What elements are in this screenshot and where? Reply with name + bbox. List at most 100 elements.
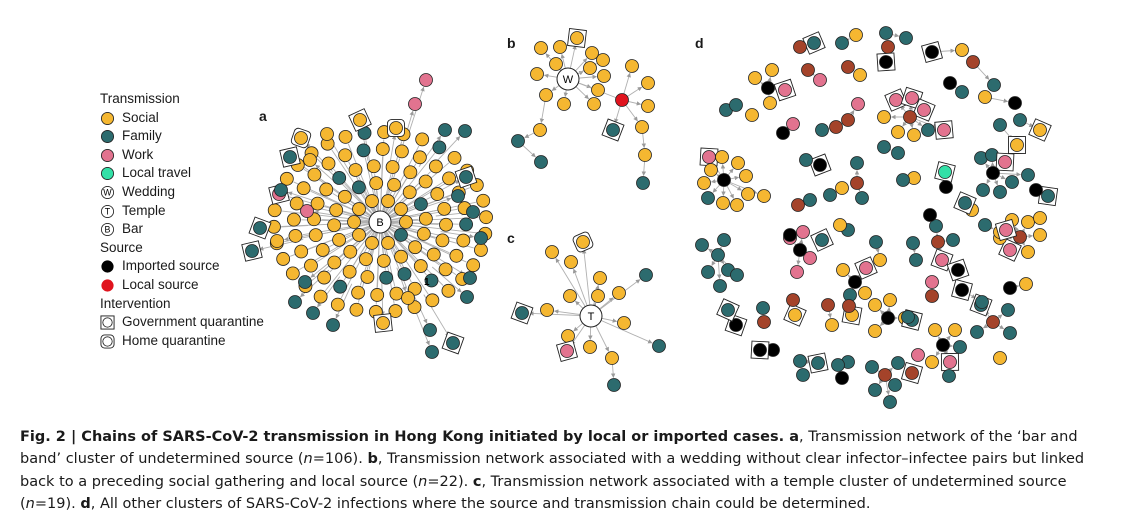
- case-node: [858, 286, 872, 300]
- case-node: [460, 290, 474, 304]
- case-node: [796, 225, 810, 239]
- case-node: [424, 273, 439, 288]
- bar-hub: [368, 210, 392, 234]
- case-node: [320, 127, 334, 141]
- case-node: [938, 165, 952, 179]
- legend-transmission-title: Transmission: [100, 91, 180, 106]
- case-node: [917, 103, 931, 117]
- case-node: [815, 123, 829, 137]
- case-node: [891, 125, 905, 139]
- legend-label: Home quarantine: [122, 332, 226, 348]
- case-node: [426, 247, 441, 262]
- transmission-edge: [282, 210, 381, 223]
- case-node: [326, 318, 340, 332]
- case-node: [397, 267, 412, 281]
- case-node: [315, 243, 330, 257]
- case-node: [365, 236, 379, 250]
- case-node: [791, 198, 805, 212]
- case-node: [761, 81, 775, 95]
- case-node: [976, 183, 990, 197]
- case-node: [428, 159, 443, 174]
- case-node: [330, 297, 345, 312]
- case-node: [446, 336, 460, 350]
- case-node: [987, 78, 1001, 92]
- case-node: [1003, 243, 1017, 257]
- case-node: [593, 271, 607, 285]
- case-node: [783, 228, 797, 242]
- caption-text-b: , Transmission network associated with a…: [20, 451, 1085, 490]
- case-node: [379, 270, 394, 285]
- case-node: [641, 76, 655, 90]
- case-node: [713, 279, 727, 293]
- caption-title: Chains of SARS-CoV-2 transmission in Hon…: [81, 429, 790, 445]
- case-node: [313, 289, 328, 304]
- case-node: [937, 123, 951, 137]
- case-node: [394, 144, 409, 159]
- case-node: [337, 189, 352, 204]
- case-node: [310, 196, 325, 211]
- case-node: [925, 289, 939, 303]
- case-node: [741, 187, 755, 201]
- case-node: [731, 156, 745, 170]
- case-node: [439, 217, 453, 232]
- case-node: [585, 46, 599, 60]
- case-node: [891, 146, 905, 160]
- case-node: [986, 315, 1000, 329]
- case-node: [1033, 228, 1047, 242]
- case-node: [399, 215, 413, 229]
- case-node: [799, 153, 813, 167]
- case-node: [402, 185, 417, 200]
- government-quarantine-icon: [100, 315, 115, 330]
- case-node: [955, 85, 969, 99]
- temple-hub-label: T: [588, 311, 595, 323]
- case-node: [365, 194, 379, 208]
- case-node: [925, 275, 939, 289]
- case-node: [403, 165, 418, 180]
- case-node: [447, 150, 462, 165]
- legend-item-family: Family: [100, 127, 264, 146]
- case-node: [639, 268, 653, 282]
- case-node: [986, 166, 1000, 180]
- case-node: [970, 325, 984, 339]
- case-node: [701, 265, 715, 279]
- case-node: [615, 93, 629, 107]
- case-node: [881, 40, 895, 54]
- case-node: [803, 251, 817, 265]
- case-node: [415, 132, 430, 147]
- case-node: [1041, 189, 1055, 203]
- case-node: [617, 316, 631, 330]
- temple-hub-icon: T: [100, 204, 115, 218]
- case-node: [408, 97, 422, 111]
- case-node: [327, 255, 342, 270]
- legend-item-imported-source: Imported source: [100, 257, 264, 276]
- case-node: [549, 57, 563, 71]
- legend-label: Government quarantine: [122, 314, 264, 330]
- case-node: [641, 99, 655, 113]
- case-node: [745, 108, 759, 122]
- case-node: [438, 123, 452, 137]
- caption-count-a: =106).: [312, 451, 368, 468]
- case-node: [596, 53, 610, 67]
- case-node: [1019, 277, 1033, 291]
- case-node: [776, 126, 790, 140]
- case-node: [831, 358, 845, 372]
- case-node: [946, 233, 960, 247]
- case-node: [375, 142, 390, 156]
- case-node: [829, 120, 843, 134]
- case-node: [534, 155, 548, 169]
- case-node: [607, 378, 621, 392]
- case-node: [790, 265, 804, 279]
- case-node: [466, 205, 480, 219]
- case-node: [437, 201, 452, 216]
- case-node: [889, 93, 903, 107]
- case-node: [842, 299, 856, 313]
- panel-label-a: a: [259, 108, 267, 124]
- wedding-hub: [556, 67, 580, 91]
- case-node: [873, 253, 887, 267]
- case-node: [449, 248, 464, 263]
- case-node: [511, 134, 525, 148]
- case-node: [1021, 215, 1035, 229]
- case-node: [825, 318, 839, 332]
- case-node: [332, 171, 347, 185]
- case-node: [1033, 211, 1047, 225]
